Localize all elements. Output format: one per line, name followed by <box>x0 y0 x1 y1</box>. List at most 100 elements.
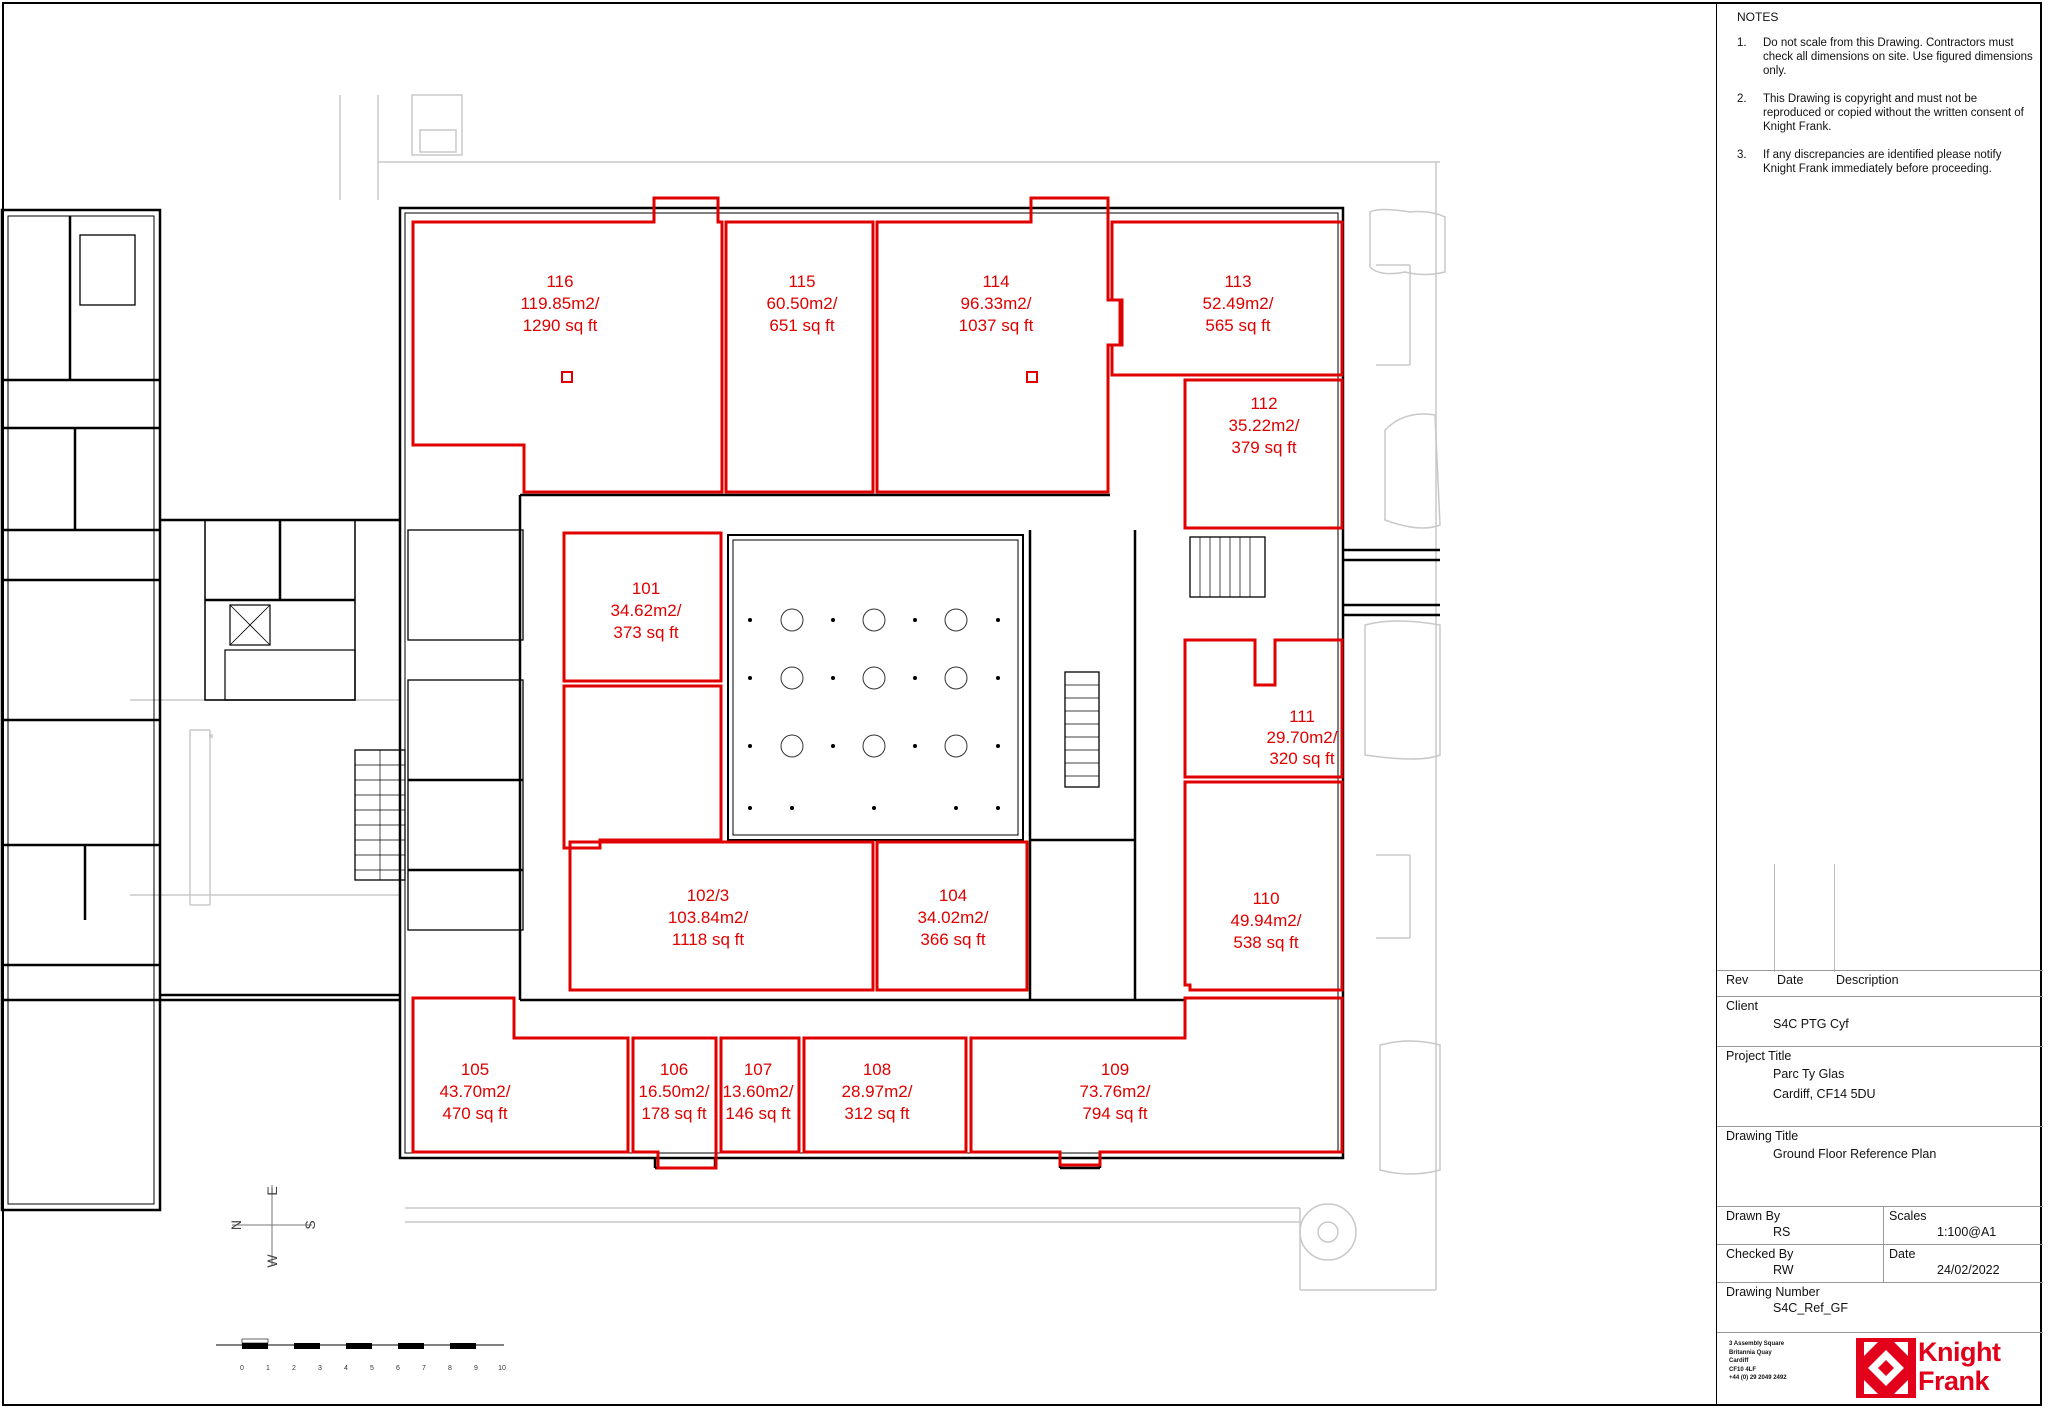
room-sqft: 1290 sq ft <box>523 316 598 335</box>
room-sqft: 373 sq ft <box>613 623 678 642</box>
room-sqft: 1118 sq ft <box>672 930 744 949</box>
logo-line2: Frank <box>1918 1366 1990 1396</box>
note-number: 1. <box>1737 37 1747 49</box>
room-number: 108 <box>863 1060 891 1079</box>
scale-tick: 5 <box>370 1365 374 1372</box>
room-area: 43.70m2/ <box>440 1082 511 1101</box>
revision-header: Rev Date Description <box>1717 970 2043 996</box>
drawing-number-label: Drawing Number <box>1726 1285 1820 1299</box>
room-number: 101 <box>632 579 660 598</box>
room-area: 60.50m2/ <box>767 294 838 313</box>
checked-by-value: RW <box>1773 1263 1794 1277</box>
scales-value: 1:100@A1 <box>1937 1225 1997 1239</box>
address-line: Britannia Quay <box>1729 1349 1772 1356</box>
project-line2: Cardiff, CF14 5DU <box>1773 1087 1876 1101</box>
room-sqft: 794 sq ft <box>1082 1104 1147 1123</box>
room-number: 116 <box>546 272 573 291</box>
room-area: 119.85m2/ <box>520 294 599 313</box>
address-line: Cardiff <box>1729 1358 1749 1364</box>
room-number: 111 <box>1289 707 1315 726</box>
knight-frank-logo: Knight Frank <box>1856 1338 2036 1402</box>
room-sqft: 651 sq ft <box>769 316 834 335</box>
room-area: 34.62m2/ <box>611 601 682 620</box>
room-number: 109 <box>1101 1060 1129 1079</box>
description-label: Description <box>1836 973 1899 987</box>
room-area: 49.94m2/ <box>1231 911 1302 930</box>
room-area: 29.70m2/ <box>1267 728 1338 747</box>
scale-tick: 8 <box>448 1365 452 1372</box>
compass-rose: N E S W <box>228 1185 318 1268</box>
compass-s: S <box>302 1220 318 1229</box>
rev-label: Rev <box>1726 973 1749 987</box>
compass-n: N <box>228 1220 244 1230</box>
checked-by-row: Checked By RW Date 24/02/2022 <box>1717 1244 2043 1282</box>
room-number: 112 <box>1250 394 1277 413</box>
scale-tick: 10 <box>498 1365 506 1372</box>
date2-value: 24/02/2022 <box>1937 1263 2000 1277</box>
note-item: 1. Do not scale from this Drawing. Contr… <box>1737 36 2037 78</box>
note-text: If any discrepancies are identified plea… <box>1763 149 2002 175</box>
room-area: 103.84m2/ <box>668 908 749 927</box>
address-line: 3 Assembly Square <box>1729 1341 1785 1347</box>
title-block: NOTES 1. Do not scale from this Drawing.… <box>1716 2 2043 1406</box>
client-label: Client <box>1726 999 1758 1013</box>
scale-tick: 3 <box>318 1365 322 1372</box>
room-area: 34.02m2/ <box>918 908 989 927</box>
company-row <box>1717 1332 2043 1406</box>
notes-section: NOTES 1. Do not scale from this Drawing.… <box>1737 10 2037 190</box>
room-area: 73.76m2/ <box>1080 1082 1151 1101</box>
room-sqft: 146 sq ft <box>725 1104 790 1123</box>
scale-tick: 1 <box>266 1365 270 1372</box>
address-line: CF10 4LF <box>1729 1366 1757 1373</box>
room-number: 113 <box>1224 272 1251 291</box>
scale-tick: 0 <box>240 1365 244 1372</box>
drawing-title-row: Drawing Title Ground Floor Reference Pla… <box>1717 1126 2043 1206</box>
scale-tick: 7 <box>422 1365 426 1372</box>
room-sqft: 470 sq ft <box>442 1104 507 1123</box>
room-number: 110 <box>1252 889 1279 908</box>
room-sqft: 379 sq ft <box>1231 438 1296 457</box>
room-number: 105 <box>461 1060 489 1079</box>
room-sqft: 565 sq ft <box>1205 316 1270 335</box>
room-area: 52.49m2/ <box>1203 294 1274 313</box>
drawing-number-value: S4C_Ref_GF <box>1773 1301 1849 1315</box>
drawn-by-label: Drawn By <box>1726 1209 1781 1223</box>
room-number: 115 <box>788 272 815 291</box>
drawn-by-value: RS <box>1773 1225 1791 1239</box>
note-text: This Drawing is copyright and must not b… <box>1763 93 2024 133</box>
note-text: Do not scale from this Drawing. Contract… <box>1763 37 2033 77</box>
room-number: 104 <box>939 886 967 905</box>
room-sqft: 1037 sq ft <box>959 316 1034 335</box>
room-number: 107 <box>744 1060 772 1079</box>
note-number: 2. <box>1737 93 1747 105</box>
room-sqft: 178 sq ft <box>641 1104 706 1123</box>
notes-heading: NOTES <box>1737 10 1779 24</box>
scale-tick: 9 <box>474 1365 478 1372</box>
room-number: 106 <box>660 1060 688 1079</box>
logo-line1: Knight <box>1918 1337 2001 1367</box>
date-label: Date <box>1777 973 1804 987</box>
checked-by-label: Checked By <box>1726 1247 1794 1261</box>
scale-bar: 0 1 2 3 4 5 6 7 8 9 10 <box>216 1338 506 1372</box>
note-item: 2. This Drawing is copyright and must no… <box>1737 92 2037 134</box>
room-number: 114 <box>982 272 1009 291</box>
drawing-title-value: Ground Floor Reference Plan <box>1773 1147 1937 1161</box>
room-outlines <box>411 196 1344 1170</box>
room-area: 96.33m2/ <box>961 294 1032 313</box>
address-line: +44 (0) 29 2049 2492 <box>1729 1375 1787 1381</box>
room-sqft: 320 sq ft <box>1269 749 1334 768</box>
room-sqft: 538 sq ft <box>1233 933 1298 952</box>
logo-mark-icon <box>1856 1338 1916 1398</box>
drawing-number-row: Drawing Number S4C_Ref_GF <box>1717 1282 2043 1332</box>
compass-e: E <box>264 1186 280 1195</box>
compass-w: W <box>264 1254 280 1268</box>
scales-label: Scales <box>1889 1209 1927 1223</box>
project-line1: Parc Ty Glas <box>1773 1067 1845 1081</box>
drawn-by-row: Drawn By RS Scales 1:100@A1 <box>1717 1206 2043 1244</box>
drawing-title-label: Drawing Title <box>1726 1129 1799 1143</box>
scale-tick: 4 <box>344 1365 348 1372</box>
note-number: 3. <box>1737 149 1747 161</box>
floor-plan: 116 119.85m2/ 1290 sq ft 115 60.50m2/ 65… <box>0 94 1446 1372</box>
date2-label: Date <box>1889 1247 1916 1261</box>
client-row: Client S4C PTG Cyf <box>1717 996 2043 1046</box>
